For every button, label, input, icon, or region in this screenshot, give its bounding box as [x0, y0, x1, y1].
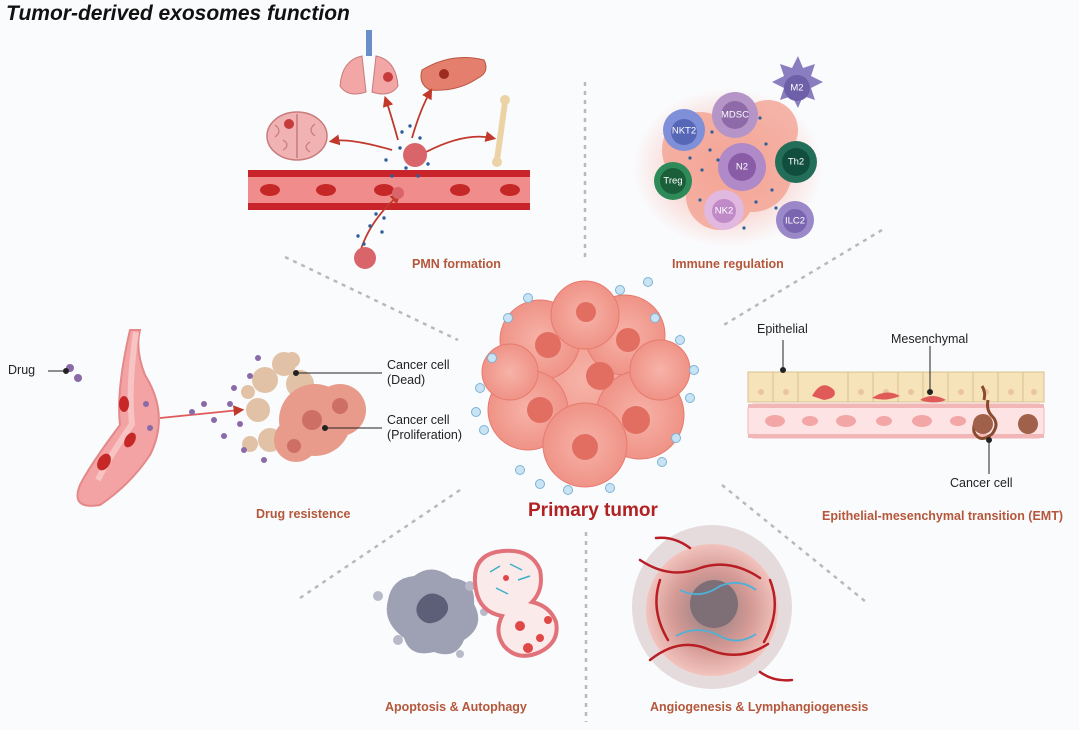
m2-cell	[772, 56, 823, 108]
label-emt-cancer-cell: Cancer cell	[950, 476, 1013, 490]
label-cancer-cell-dead-line2: (Dead)	[387, 373, 426, 387]
label-cancer-cell-proliferation: Cancer cell (Proliferation)	[387, 413, 462, 443]
label-mesenchymal: Mesenchymal	[891, 332, 969, 346]
label-m2-cell: M2	[790, 82, 804, 94]
label-emt: Epithelial-mesenchymal transition (EMT)	[822, 509, 1064, 523]
immune-illustration	[633, 56, 823, 248]
label-mdsc-cell: MDSC	[721, 109, 749, 121]
label-treg-cell: Treg	[663, 175, 683, 187]
label-pmn-formation: PMN formation	[412, 257, 501, 271]
label-th2-cell: Th2	[787, 156, 805, 168]
liver-icon	[420, 57, 487, 91]
apoptosis-illustration	[373, 548, 559, 658]
label-cancer-cell-prolif-line2: (Proliferation)	[387, 428, 463, 442]
bone-icon	[492, 95, 510, 167]
brain-icon	[266, 111, 328, 161]
label-nk2-cell: NK2	[714, 205, 734, 217]
label-cancer-cell-prolif-line1: Cancer cell	[387, 413, 450, 427]
label-immune-regulation: Immune regulation	[672, 257, 784, 271]
label-epithelial: Epithelial	[757, 322, 808, 336]
figure-title: Tumor-derived exosomes function	[6, 2, 350, 25]
divider-lines	[284, 82, 883, 722]
label-drug: Drug	[8, 363, 36, 377]
label-primary-tumor: Primary tumor	[528, 500, 658, 521]
label-cancer-cell-dead-line1: Cancer cell	[387, 358, 450, 372]
drug-illustration	[48, 329, 382, 507]
pmn-illustration	[248, 30, 530, 269]
primary-tumor-illustration	[471, 277, 699, 495]
lungs-icon	[339, 30, 399, 95]
label-drug-resistence: Drug resistence	[256, 507, 351, 521]
label-apoptosis-autophagy: Apoptosis & Autophagy	[385, 700, 527, 714]
angiogenesis-illustration	[632, 525, 794, 689]
label-nkt2-cell: NKT2	[671, 125, 697, 137]
label-angiogenesis: Angiogenesis & Lymphangiogenesis	[650, 700, 869, 714]
label-n2-cell: N2	[735, 161, 749, 173]
emt-illustration	[747, 340, 1045, 474]
label-cancer-cell-dead: Cancer cell (Dead)	[387, 358, 450, 388]
label-ilc2-cell: ILC2	[784, 215, 806, 227]
